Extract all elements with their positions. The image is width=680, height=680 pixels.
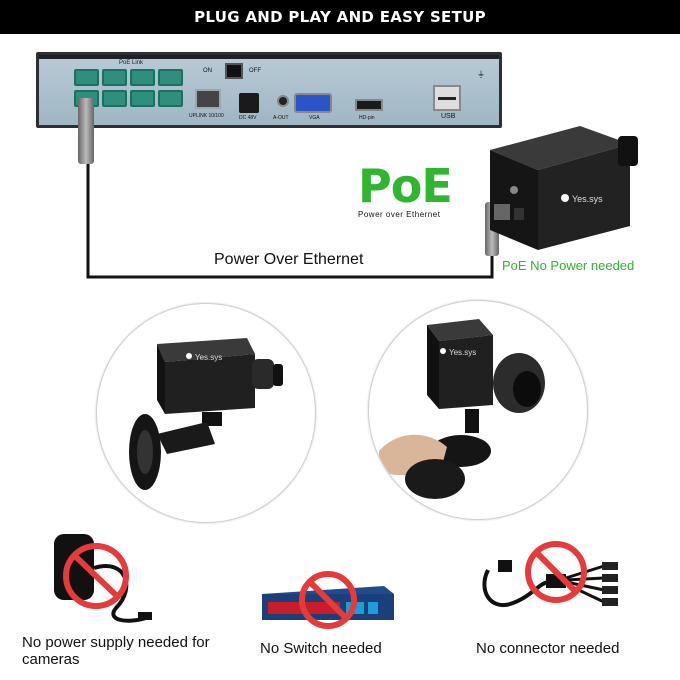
poe-port <box>158 69 183 86</box>
poe-port <box>130 90 155 107</box>
top-banner: PLUG AND PLAY AND EASY SETUP <box>0 0 680 34</box>
ethernet-cable-line <box>86 160 494 279</box>
uplink-port <box>195 89 221 109</box>
cable-path <box>86 160 494 279</box>
power-over-ethernet-label: Power Over Ethernet <box>214 251 364 268</box>
switch-on-label: ON <box>203 68 212 74</box>
camera-mount-icon: Yes.sys <box>129 338 283 490</box>
rj45-plug-icon <box>78 98 94 164</box>
poe-no-power-label: PoE No Power needed <box>502 258 635 273</box>
camera-hand-icon: Yes.sys <box>379 319 545 499</box>
aout-label: A-OUT <box>273 115 289 121</box>
power-switch <box>225 63 243 79</box>
usb-label: USB <box>441 113 456 120</box>
vga-port <box>294 93 332 113</box>
network-switch-prohibited-icon <box>262 571 394 629</box>
camera-brand: Yes.sys <box>449 348 476 357</box>
dc-jack <box>239 93 259 113</box>
ground-icon: ⏚ <box>477 70 485 79</box>
power-adapter-prohibited-icon <box>54 534 152 623</box>
usb-ports <box>433 85 461 111</box>
poe-port <box>102 69 127 86</box>
no-connector-label: No connector needed <box>476 640 620 657</box>
camera-photo-circle-left: Yes.sys <box>96 303 316 523</box>
nvr-top-edge <box>39 55 499 59</box>
poe-port <box>158 90 183 107</box>
hdmi-label: HD-pin <box>359 115 375 121</box>
no-power-supply-label: No power supply needed for cameras <box>22 634 210 668</box>
audio-out-jack <box>277 95 289 107</box>
uplink-label: UPLINK 10/100 <box>189 113 224 119</box>
poe-port <box>130 69 155 86</box>
camera-photo-circle-right: Yes.sys <box>368 300 588 520</box>
poe-port <box>74 69 99 86</box>
poe-link-label: PoE Link <box>119 60 144 66</box>
banner-title: PLUG AND PLAY AND EASY SETUP <box>194 8 486 26</box>
poe-logo-text: PoE <box>358 159 453 213</box>
poe-logo: PoE Power over Ethernet <box>358 162 464 219</box>
camera-brand: Yes.sys <box>572 194 603 204</box>
dc-label: DC 48V <box>239 115 257 121</box>
poe-port <box>102 90 127 107</box>
camera-brand: Yes.sys <box>195 353 222 362</box>
splitter-cable-prohibited-icon <box>482 541 618 608</box>
camera-icon: Yes.sys <box>490 126 638 250</box>
vga-label: VGA <box>309 115 320 121</box>
hdmi-port <box>355 99 383 111</box>
poe-logo-subtitle: Power over Ethernet <box>358 210 441 219</box>
switch-off-label: OFF <box>249 68 261 74</box>
no-switch-label: No Switch needed <box>260 640 382 657</box>
